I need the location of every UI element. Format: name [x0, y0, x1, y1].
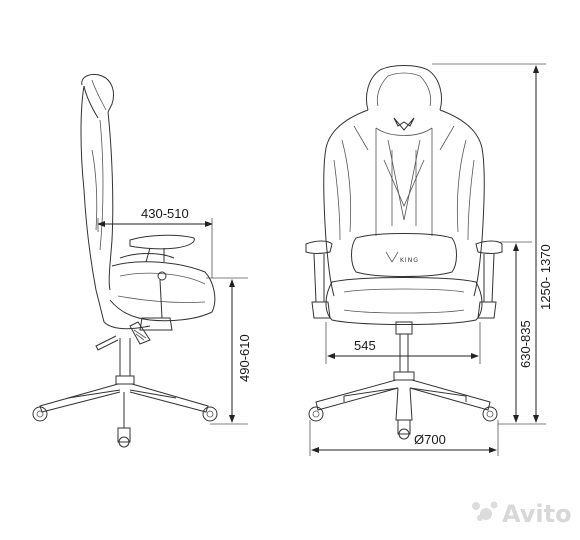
avito-watermark: Avito	[472, 500, 572, 528]
armrest-height-label: 630-835	[518, 320, 533, 368]
seat-depth-label: 430-510	[141, 206, 189, 221]
seat-width-label: 545	[354, 338, 376, 353]
seat-height-label: 490-610	[237, 334, 252, 382]
lumbar-logo-text: KING	[400, 257, 419, 264]
chair-front-view: KING	[305, 65, 503, 440]
base-diameter-label: Ø700	[414, 432, 446, 447]
total-height-label: 1250- 1370	[538, 244, 553, 310]
side-view-dimensions	[97, 218, 248, 425]
watermark-text: Avito	[502, 500, 572, 528]
chair-side-view	[32, 73, 218, 448]
watermark-dot-icon	[480, 508, 492, 520]
front-view-dimensions	[309, 63, 546, 456]
